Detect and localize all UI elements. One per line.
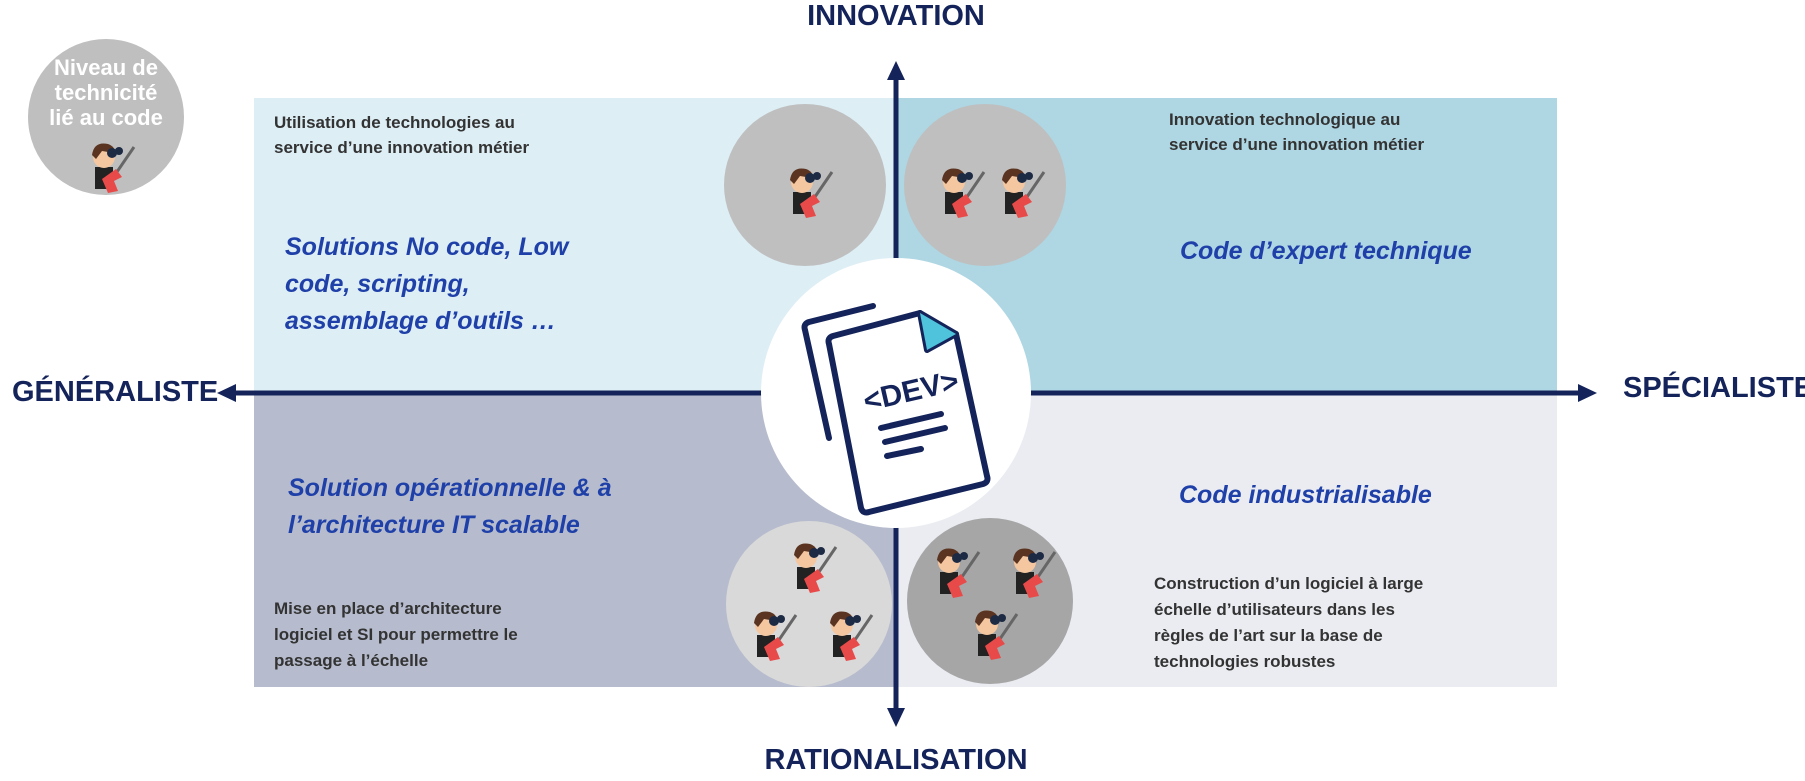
legend-circle: Niveau de technicité lié au code bbox=[28, 39, 184, 195]
developer-icon bbox=[973, 608, 1019, 662]
description-line: logiciel et SI pour permettre le bbox=[274, 625, 518, 644]
description-line: service d’une innovation métier bbox=[1169, 135, 1425, 154]
quadrant-top-right-title: Code d’expert technique bbox=[1180, 233, 1472, 270]
description-line: service d’une innovation métier bbox=[274, 138, 530, 157]
quadrant-top-left-title: Solutions No code, Low code, scripting, … bbox=[285, 229, 568, 340]
developer-icon bbox=[940, 166, 986, 220]
quadrant-top-right-description: Innovation technologique au service d’un… bbox=[1169, 107, 1424, 157]
quadrant-bottom-right-title: Code industrialisable bbox=[1179, 477, 1432, 514]
technicity-circle-top-left bbox=[724, 104, 886, 266]
title-line: Solution opérationnelle & à bbox=[288, 474, 612, 502]
description-line: Utilisation de technologies au bbox=[274, 113, 515, 132]
arrow-down-icon bbox=[887, 708, 905, 727]
legend-label: Niveau de technicité lié au code bbox=[28, 55, 184, 130]
legend-line: technicité bbox=[54, 80, 158, 105]
description-line: Mise en place d’architecture bbox=[274, 599, 502, 618]
center-circle: <DEV> bbox=[761, 258, 1031, 528]
axis-label-right: SPÉCIALISTE bbox=[1623, 372, 1805, 404]
developer-icon bbox=[1011, 546, 1057, 600]
technicity-circle-bottom-left bbox=[726, 521, 892, 687]
description-line: Innovation technologique au bbox=[1169, 110, 1401, 129]
quadrant-top-left-description: Utilisation de technologies au service d… bbox=[274, 110, 529, 160]
developer-icon bbox=[752, 609, 798, 663]
title-line: assemblage d’outils … bbox=[285, 307, 556, 335]
axis-label-left: GÉNÉRALISTE bbox=[12, 376, 219, 408]
title-line: l’architecture IT scalable bbox=[288, 511, 580, 539]
axis-label-top: INNOVATION bbox=[807, 0, 985, 32]
description-line: technologies robustes bbox=[1154, 652, 1336, 671]
developer-icon bbox=[788, 166, 834, 220]
developer-icon bbox=[828, 609, 874, 663]
arrow-up-icon bbox=[887, 61, 905, 80]
quadrant-bottom-right-description: Construction d’un logiciel à large échel… bbox=[1154, 571, 1423, 675]
developer-icon bbox=[90, 141, 136, 195]
description-line: échelle d’utilisateurs dans les bbox=[1154, 600, 1395, 619]
quadrant-bottom-left-description: Mise en place d’architecture logiciel et… bbox=[274, 596, 518, 674]
technicity-circle-bottom-right bbox=[907, 518, 1073, 684]
description-line: règles de l’art sur la base de bbox=[1154, 626, 1383, 645]
developer-icon bbox=[935, 546, 981, 600]
arrow-right-icon bbox=[1578, 384, 1597, 402]
legend-line: Niveau de bbox=[54, 55, 158, 80]
axis-label-bottom: RATIONALISATION bbox=[764, 744, 1028, 776]
developer-icon bbox=[792, 541, 838, 595]
dev-label: <DEV> bbox=[860, 365, 962, 419]
developer-icon bbox=[1000, 166, 1046, 220]
title-line: code, scripting, bbox=[285, 270, 470, 298]
quadrant-bottom-left-title: Solution opérationnelle & à l’architectu… bbox=[288, 470, 612, 544]
title-line: Code industrialisable bbox=[1179, 481, 1432, 509]
technicity-circle-top-right bbox=[904, 104, 1066, 266]
legend-line: lié au code bbox=[49, 105, 163, 130]
description-line: passage à l’échelle bbox=[274, 651, 429, 670]
description-line: Construction d’un logiciel à large bbox=[1154, 574, 1424, 593]
arrow-left-icon bbox=[217, 384, 236, 402]
dev-file-icon: <DEV> bbox=[801, 303, 991, 516]
title-line: Solutions No code, Low bbox=[285, 233, 569, 261]
title-line: Code d’expert technique bbox=[1180, 237, 1472, 265]
